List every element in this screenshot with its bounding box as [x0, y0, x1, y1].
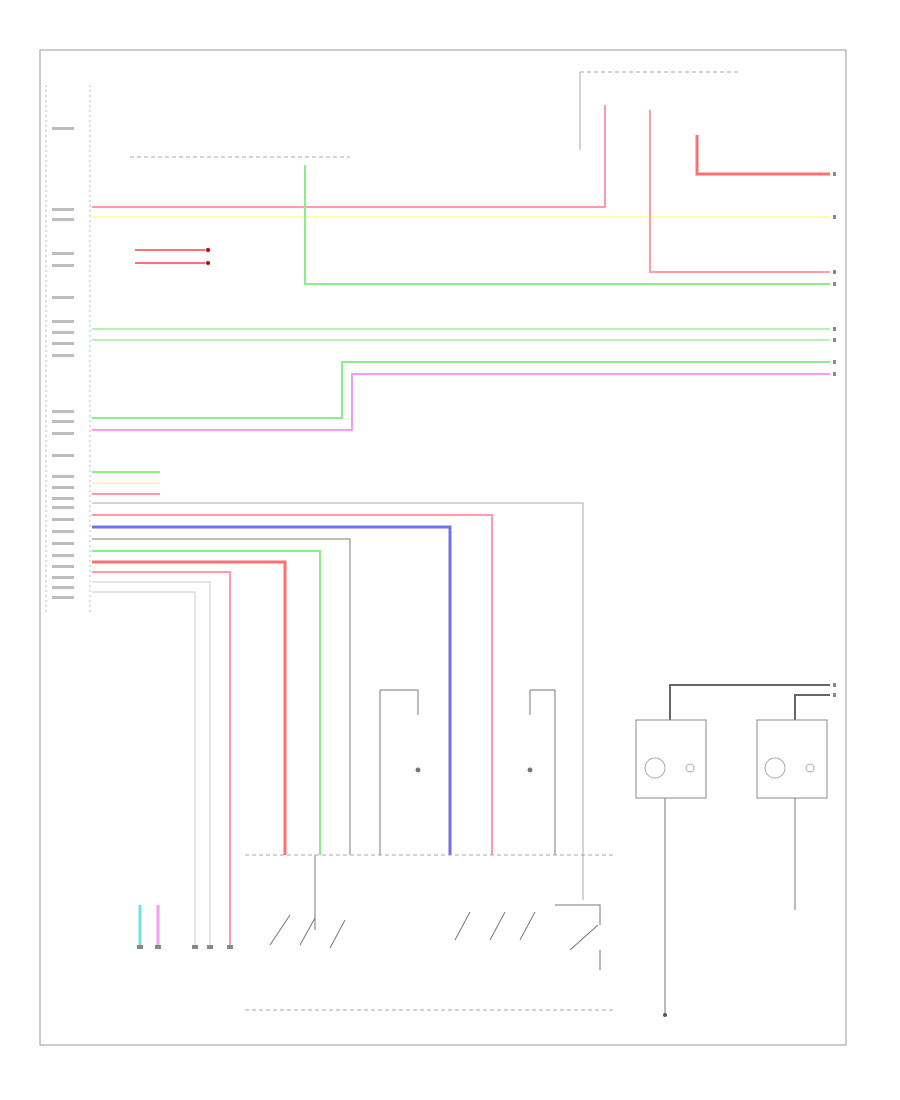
relay-left: [379, 689, 421, 855]
wire-gray-low-1: [92, 581, 211, 945]
wire-end-dot-1: [206, 248, 210, 252]
wire-gray-frame: [92, 502, 584, 900]
wire-dark-gray: [92, 538, 351, 855]
wire-gray-low-2: [92, 591, 196, 945]
wire-blue: [92, 525, 452, 855]
relay-right: [527, 689, 556, 855]
wire-red-top-right: [695, 135, 830, 176]
wire-power-headlights-2: [794, 694, 830, 720]
headlight-right: [756, 719, 828, 799]
wire-red-low-2: [92, 571, 231, 945]
headlight-left-lamp-2: [685, 763, 695, 773]
wire-green-step: [92, 361, 830, 419]
wire-pink-low: [92, 514, 493, 855]
ground-point: [663, 1013, 667, 1017]
headlight-right-lamp: [764, 757, 786, 779]
wire-pink-top: [92, 105, 606, 208]
dimmer-switch: [454, 911, 536, 941]
headlight-left-lamp: [644, 757, 666, 779]
wire-end-dot-2: [206, 261, 210, 265]
diagram-frame: [39, 49, 847, 1046]
pass-switch: [555, 904, 601, 970]
light-control-switch: [269, 855, 346, 949]
wire-green-top: [304, 165, 830, 285]
connector-pin-marks: [52, 127, 74, 599]
wire-red-low-1: [92, 560, 287, 855]
wire-pink-right: [649, 110, 830, 273]
wire-power-headlights: [669, 684, 830, 720]
right-terminal-ticks: [833, 172, 836, 697]
wire-green-low: [92, 550, 321, 855]
headlight-left: [635, 719, 707, 799]
sensor-pins: [137, 945, 233, 949]
wire-magenta-step: [92, 373, 830, 431]
headlight-right-lamp-2: [805, 763, 815, 773]
